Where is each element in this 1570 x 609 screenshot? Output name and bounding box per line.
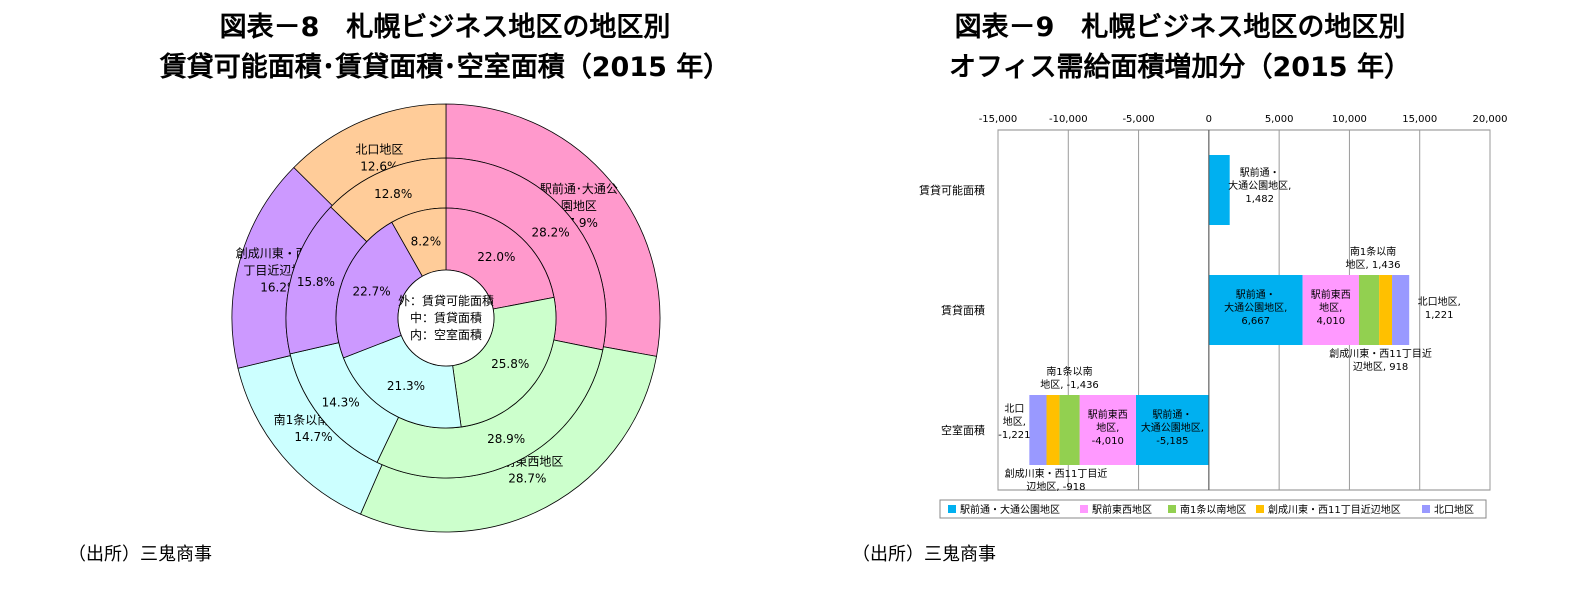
bar-label-r2-higashinishi: 駅前東西地区,-4,010: [1088, 408, 1128, 447]
legend-swatch-sosei: [1256, 505, 1264, 513]
chart1-title-line1: 図表－8 札幌ビジネス地区の地区別: [219, 12, 671, 43]
chart1-title-line2: 賃貸可能面積･賃貸面積･空室面積（2015 年）: [159, 52, 731, 83]
chart2-title: 図表－9 札幌ビジネス地区の地区別 オフィス需給面積増加分（2015 年）: [800, 8, 1560, 88]
bar-label-r2-minami1: 南1条以南地区, -1,436: [1040, 365, 1099, 391]
bar-label-r1-ekimae: 駅前通・大通公園地区,6,667: [1224, 288, 1287, 327]
doughnut-center: [397, 269, 495, 367]
legend: [939, 499, 1487, 519]
legend-swatch-ekimae: [948, 505, 956, 513]
legend-swatch-higashinishi: [1080, 505, 1088, 513]
bar-1-kitaguchi: [1392, 275, 1410, 345]
category-label: 賃貸可能面積: [919, 183, 985, 197]
legend-label-higashinishi: 駅前東西地区: [1092, 503, 1152, 516]
x-tick-label: 15,000: [1402, 114, 1437, 125]
chart2-title-line1: 図表－9 札幌ビジネス地区の地区別: [954, 12, 1406, 43]
chart1-source: （出所）三鬼商事: [68, 544, 212, 565]
bar-label-r0-ekimae: 駅前通・大通公園地区,1,482: [1228, 166, 1291, 205]
bar-1-minami1: [1358, 275, 1380, 345]
bar-2-kitaguchi: [1029, 395, 1047, 465]
legend-label-ekimae: 駅前通・大通公園地区: [960, 503, 1060, 516]
x-tick-label: 10,000: [1332, 114, 1367, 125]
chart2-title-line2: オフィス需給面積増加分（2015 年）: [948, 52, 1411, 83]
x-tick-label: -15,000: [979, 114, 1018, 125]
bar-label-r1-minami1: 南1条以南地区, 1,436: [1346, 245, 1401, 271]
ring1-value-ekimae: 28.2%: [531, 226, 569, 240]
bar-label-r2-ekimae: 駅前通・大通公園地区,-5,185: [1141, 408, 1204, 447]
bar-1-ekimae: [1208, 275, 1303, 345]
ring1-value-minami1: 14.3%: [322, 395, 360, 409]
legend-label-kitaguchi: 北口地区: [1434, 503, 1474, 516]
center-ring-legend: 外：賃貸可能面積中：賃貸面積内：空室面積: [398, 293, 494, 342]
legend-swatch-kitaguchi: [1422, 505, 1430, 513]
bar-label-r2-sosei: 創成川東・西11丁目近辺地区, -918: [1005, 467, 1108, 493]
ring2-value-minami1: 21.3%: [387, 379, 425, 393]
x-tick-label: 0: [1206, 114, 1212, 125]
bar-label-r1-sosei: 創成川東・西11丁目近辺地区, 918: [1329, 347, 1432, 373]
legend-label-sosei: 創成川東・西11丁目近辺地区: [1268, 503, 1401, 516]
x-tick-label: -10,000: [1049, 114, 1088, 125]
x-tick-label: 20,000: [1473, 114, 1508, 125]
bar-2-minami1: [1059, 395, 1080, 465]
ring1-value-higashinishi: 28.9%: [487, 432, 525, 446]
ring2-value-ekimae: 22.0%: [477, 250, 515, 264]
bar-label-r1-kitaguchi: 北口地区,1,221: [1418, 295, 1461, 321]
ring1-value-sosei: 15.8%: [297, 275, 335, 289]
ring2-value-kitaguchi: 8.2%: [411, 235, 442, 249]
bar-2-sosei: [1046, 395, 1060, 465]
bar-1-higashinishi: [1302, 275, 1359, 345]
chart1-title: 図表－8 札幌ビジネス地区の地区別 賃貸可能面積･賃貸面積･空室面積（2015 …: [20, 8, 870, 88]
ring2-value-sosei: 22.7%: [353, 284, 391, 298]
x-tick-label: -5,000: [1122, 114, 1154, 125]
category-label: 空室面積: [941, 423, 985, 437]
chart2-source: （出所）三鬼商事: [852, 544, 996, 565]
bar-0-ekimae: [1208, 155, 1230, 225]
x-tick-label: 5,000: [1265, 114, 1294, 125]
bar-1-sosei: [1379, 275, 1393, 345]
category-label: 賃貸面積: [941, 303, 985, 317]
bar-label-r1-higashinishi: 駅前東西地区,4,010: [1311, 288, 1351, 327]
ring1-value-kitaguchi: 12.8%: [374, 187, 412, 201]
legend-swatch-minami1: [1168, 505, 1176, 513]
bar-label-r2-kitaguchi: 北口地区,-1,221: [998, 403, 1030, 441]
legend-label-minami1: 南1条以南地区: [1180, 503, 1246, 516]
bar-2-higashinishi: [1079, 395, 1136, 465]
ring2-value-higashinishi: 25.8%: [491, 357, 529, 371]
bar-2-ekimae: [1135, 395, 1209, 465]
